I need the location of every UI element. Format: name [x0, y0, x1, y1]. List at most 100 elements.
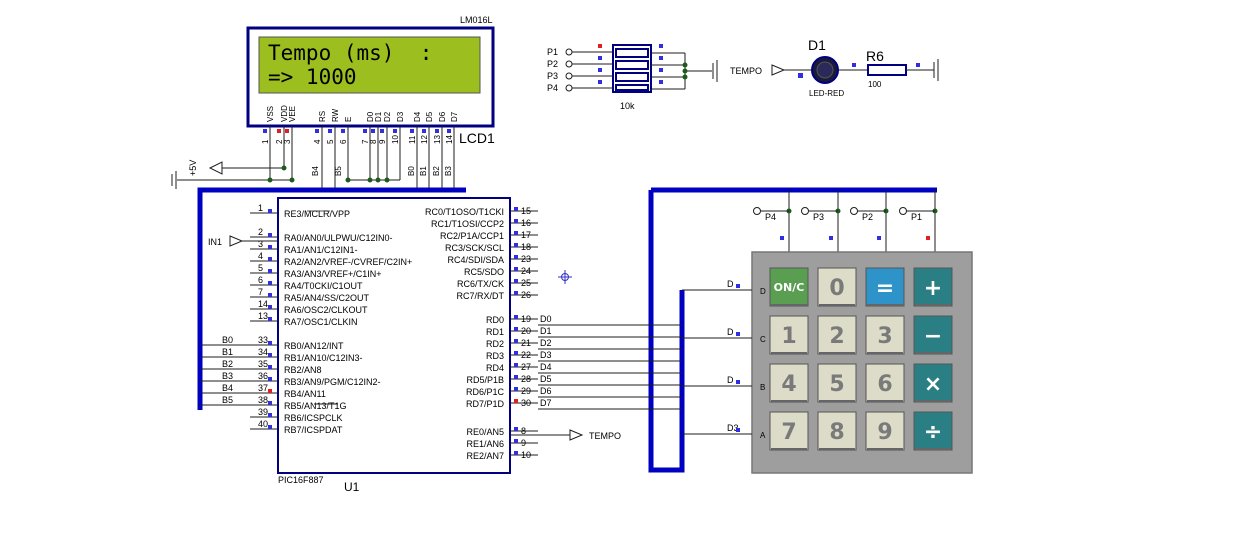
mcu-pin-name: RB3/AN9/PGM/C12IN2-: [284, 377, 381, 387]
mcu-pin-name: RD0: [486, 315, 504, 325]
keypad-col-port: P1: [911, 212, 922, 222]
mcu-pin-number: 6: [258, 275, 263, 285]
keypad-key[interactable]: 0: [817, 267, 857, 307]
mcu-pin-name: RA5/AN4/SS/C2OUT: [284, 293, 370, 303]
keypad-key[interactable]: ×: [913, 363, 953, 403]
port-terminal: [565, 84, 573, 92]
mcu-pin-number: 34: [258, 347, 268, 357]
mcu-pin-name: RB5/AN13/T1G: [284, 401, 347, 411]
port-terminal: [801, 207, 809, 215]
lcd-pin-name: D3: [396, 111, 405, 122]
port-marker: [598, 44, 602, 48]
mcu-pin-number: 15: [521, 206, 531, 216]
lcd-pin-number: 3: [283, 139, 292, 144]
mcu-pin-marker: [514, 399, 518, 403]
mcu-pin-name: RB6/ICSPCLK: [284, 413, 343, 423]
keypad-key[interactable]: 6: [865, 363, 905, 403]
input-terminal-label: IN1: [208, 237, 222, 247]
keypad-key[interactable]: 1: [769, 315, 809, 355]
key-face: [865, 267, 905, 307]
led-type: LED-RED: [809, 89, 844, 98]
mcu-net-label: B0: [222, 335, 233, 345]
lcd-module[interactable]: LM016L Tempo (ms) : => 1000 LCD1 VSS1VDD…: [246, 15, 495, 146]
key-face: [817, 267, 857, 307]
keypad-key[interactable]: 9: [865, 411, 905, 451]
mcu-net-label: D2: [540, 338, 552, 348]
lcd-pin-name: D6: [438, 111, 447, 122]
lcd-pin-number: 11: [408, 135, 417, 144]
mcu-net-label: B3: [222, 371, 233, 381]
mcu-pin-name: RC7/RX/DT: [456, 291, 504, 301]
mcu-pin-number: 30: [521, 398, 531, 408]
lcd-pin-number: 4: [313, 139, 322, 144]
keypad-key[interactable]: 5: [817, 363, 857, 403]
led-circuit[interactable]: TEMPO D1 LED-RED R6 100: [730, 37, 939, 98]
mcu-pin-name: RC2/P1A/CCP1: [440, 231, 504, 241]
mcu-net-label: D4: [540, 362, 552, 372]
resistor-ref: R6: [866, 48, 884, 64]
mcu-pin-marker: [268, 401, 272, 405]
keypad-pin-marker: [736, 428, 740, 432]
mcu-net-label: D1: [540, 326, 552, 336]
lcd-line-1: Tempo (ms) :: [268, 41, 432, 65]
lcd-pin-number: 7: [361, 139, 370, 144]
mcu-pin-number: 18: [521, 242, 531, 252]
keypad-key[interactable]: 2: [817, 315, 857, 355]
keypad-key[interactable]: 8: [817, 411, 857, 451]
mcu-pin-marker: [514, 291, 518, 295]
keypad-key[interactable]: 7: [769, 411, 809, 451]
mcu-pin-number: 33: [258, 335, 268, 345]
probe-crosshair-icon[interactable]: [558, 270, 572, 284]
lcd-pin-number: 1: [261, 139, 270, 144]
key-label: −: [924, 324, 942, 349]
mcu-net-label: B4: [222, 383, 233, 393]
key-label: ON/C: [774, 281, 805, 294]
lcd-pin-name: D2: [383, 111, 392, 122]
mcu-pin-marker: [268, 245, 272, 249]
lcd-pin-name: RS: [318, 111, 327, 122]
mcu-pin-name: RA1/AN1/C12IN1-: [284, 245, 358, 255]
key-label: 9: [877, 420, 892, 445]
keypad-row-letter: C: [760, 335, 766, 344]
keypad-key[interactable]: 3: [865, 315, 905, 355]
key-label: 2: [829, 324, 844, 349]
keypad-key[interactable]: 4: [769, 363, 809, 403]
mcu-chip[interactable]: PIC16F887 U1 1RE3/MCLR/VPP2RA0/AN0/ULPWU…: [200, 197, 552, 494]
keypad-row-letter: B: [760, 383, 765, 392]
lcd-bus-label: B0: [407, 166, 416, 176]
lcd-pin-marker: [371, 129, 375, 133]
keypad-key[interactable]: ÷: [913, 411, 953, 451]
led-input-arrow: [771, 64, 786, 76]
keypad-key[interactable]: =: [865, 267, 905, 307]
keypad-row-net: D: [727, 327, 734, 337]
key-face: [865, 411, 905, 451]
lcd-pin-name: D5: [425, 111, 434, 122]
lcd-pin-name: RW: [331, 108, 340, 122]
keypad-key[interactable]: −: [913, 315, 953, 355]
mcu-net-label: B1: [222, 347, 233, 357]
keypad-key[interactable]: ON/C: [769, 267, 809, 307]
mcu-pin-name: RC0/T1OSO/T1CKI: [425, 207, 504, 217]
mcu-pin-name: RD4: [486, 363, 504, 373]
lcd-pin-number: 5: [326, 139, 335, 144]
mcu-pin-number: 40: [258, 419, 268, 429]
mcu-pin-number: 19: [521, 314, 531, 324]
lcd-pin-name: D1: [374, 111, 383, 122]
mcu-pin-name: RE2/AN7: [466, 451, 504, 461]
port-terminal: [565, 48, 573, 56]
mcu-pin-number: 1: [258, 203, 263, 213]
lcd-ref: LCD1: [459, 130, 495, 146]
key-label: 7: [781, 420, 796, 445]
key-label: =: [876, 276, 894, 301]
data-bus[interactable]: [197, 187, 937, 473]
lcd-pin-marker: [263, 129, 267, 133]
lcd-pin-marker: [285, 129, 289, 133]
keypad-key[interactable]: +: [913, 267, 953, 307]
key-label: 5: [829, 372, 844, 397]
key-face: [913, 315, 953, 355]
key-face: [913, 411, 953, 451]
mcu-pin-name: RC5/SDO: [464, 267, 504, 277]
